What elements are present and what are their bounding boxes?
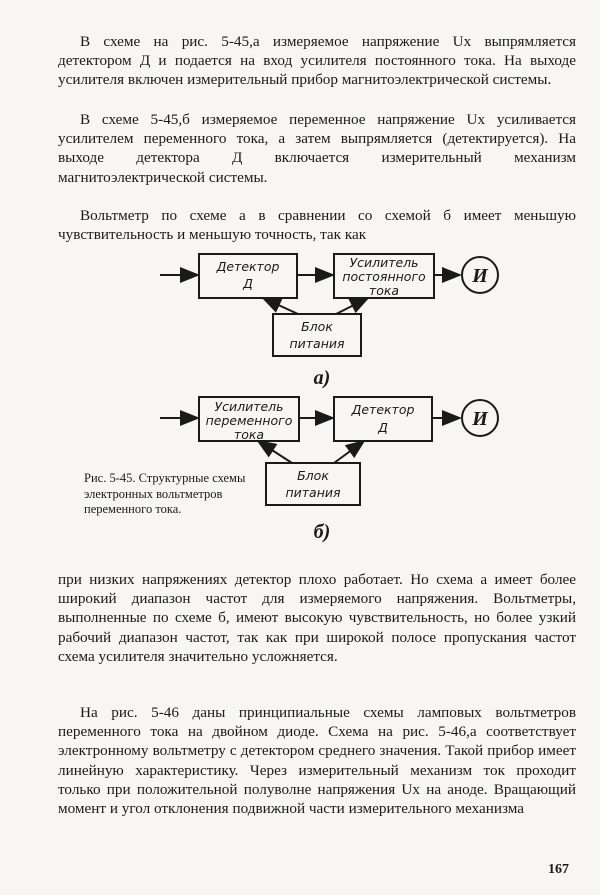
diagram-a [160, 253, 499, 357]
a-block1-line2: Д [242, 276, 253, 291]
paragraph-4: при низких напряжениях детектор плохо ра… [58, 571, 576, 665]
a-block2-line2: постоянного [342, 269, 426, 284]
a-block2-line3: тока [369, 283, 399, 298]
paragraph-5: На рис. 5-46 даны принципиальные схемы л… [58, 704, 576, 818]
b-block2-line2: Д [377, 420, 388, 435]
paragraph-3: Вольтметр по схеме а в сравнении со схем… [58, 207, 576, 244]
diagram-a-labels: Детектор Д Усилитель постоянного тока Бл… [216, 255, 490, 389]
a-power-line2: питания [289, 336, 345, 351]
diagram-b-labels: Усилитель переменного тока Детектор Д Бл… [206, 399, 490, 543]
b-meter-symbol: И [471, 408, 489, 430]
paragraph-2: В схеме 5-45,б измеряемое переменное нап… [58, 111, 576, 186]
b-block2-line1: Детектор [351, 402, 415, 417]
b-power-line1: Блок [297, 468, 329, 483]
diagram-b [160, 396, 499, 506]
a-label: а) [314, 367, 331, 389]
a-power-line1: Блок [301, 319, 333, 334]
page-number: 167 [548, 862, 569, 877]
paragraph-1: В схеме на рис. 5-45,а измеряемое напряж… [58, 33, 576, 89]
a-block1-line1: Детектор [216, 259, 280, 274]
b-block1-line1: Усилитель [214, 399, 283, 414]
a-block2-line1: Усилитель [349, 255, 418, 270]
block-diagrams: Детектор Д Усилитель постоянного тока Бл… [160, 253, 499, 543]
a-meter-symbol: И [471, 265, 489, 287]
b-block1-line2: переменного [206, 413, 293, 428]
b-power-line2: питания [285, 485, 341, 500]
b-block1-line3: тока [234, 427, 264, 442]
figure-caption: Рис. 5-45. Структурные схемы электронных… [84, 471, 246, 516]
b-label: б) [314, 521, 331, 543]
